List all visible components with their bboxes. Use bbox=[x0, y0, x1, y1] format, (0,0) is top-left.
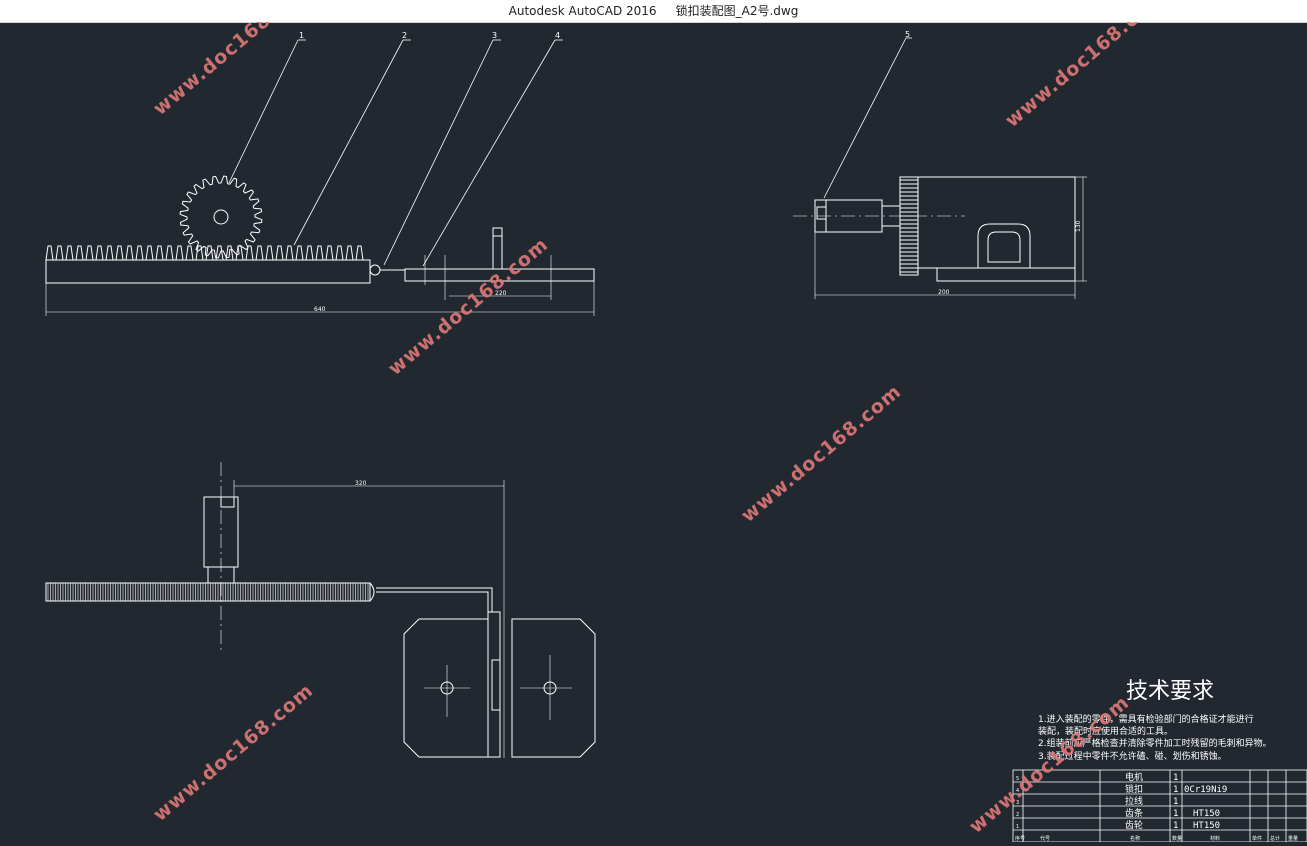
bom-no: 4 bbox=[1016, 788, 1019, 794]
bom-header: 序号 bbox=[1015, 835, 1025, 842]
gear-outline bbox=[179, 175, 263, 259]
top-view bbox=[45, 462, 596, 758]
watermark: www.doc168.com bbox=[149, 22, 318, 120]
watermark: www.doc168.com bbox=[149, 679, 318, 825]
lock-hinge bbox=[487, 611, 501, 758]
bom-header: 总计 bbox=[1270, 835, 1280, 842]
gear bbox=[179, 175, 263, 259]
bom-no: 1 bbox=[1016, 824, 1019, 830]
bom-qty: 1 bbox=[1173, 797, 1179, 807]
housing-base bbox=[936, 267, 1076, 282]
bom-qty: 1 bbox=[1173, 821, 1179, 831]
bom-name: 齿轮 bbox=[1125, 819, 1143, 831]
side-view bbox=[793, 37, 1087, 299]
bom-material: HT150 bbox=[1193, 809, 1220, 819]
pull-wire-top bbox=[376, 587, 493, 612]
pull-wire-top bbox=[376, 591, 489, 612]
rack-teeth bbox=[45, 245, 366, 261]
window-titlebar: Autodesk AutoCAD 2016 锁扣装配图_A2号.dwg bbox=[0, 0, 1307, 23]
housing bbox=[917, 176, 1076, 269]
front-view bbox=[45, 39, 595, 316]
watermarks: www.doc168.com www.doc168.com www.doc168… bbox=[149, 0, 1170, 838]
lock-plate-right bbox=[511, 618, 596, 758]
tech-requirement-1b: 装配，装配时应使用合适的工具。 bbox=[1038, 725, 1173, 737]
tech-requirement-1: 1.进入装配的零件，需具有检验部门的合格证才能进行 bbox=[1038, 713, 1254, 725]
watermark: www.doc168.com bbox=[1001, 22, 1170, 132]
bom-name: 锁扣 bbox=[1125, 783, 1143, 795]
bom-header: 数量 bbox=[1172, 835, 1182, 842]
leader-line bbox=[422, 39, 556, 267]
watermark: www.doc168.com bbox=[384, 233, 553, 379]
motor-shaft bbox=[816, 206, 827, 220]
tech-requirements-heading: 技术要求 bbox=[1126, 679, 1214, 704]
bom-header: 代号 bbox=[1040, 835, 1050, 842]
dimension-text-130: 130 bbox=[1075, 220, 1082, 232]
tech-requirement-2: 2.组装前应严格检查并清除零件加工时残留的毛刺和异物。 bbox=[1038, 737, 1272, 749]
latch-hoop-outer bbox=[977, 223, 1031, 268]
leader-line bbox=[228, 39, 299, 184]
bom-header: 重量 bbox=[1288, 835, 1298, 842]
leader-line bbox=[293, 39, 404, 246]
bom-name: 电机 bbox=[1125, 771, 1143, 783]
leader-line bbox=[823, 37, 907, 199]
motor-top-key bbox=[220, 496, 235, 508]
watermark: www.doc168.com bbox=[965, 691, 1134, 837]
lock-hinge-pin bbox=[491, 659, 501, 711]
bom-header: 材料 bbox=[1210, 835, 1220, 842]
dimension-text-320: 320 bbox=[355, 480, 367, 487]
bom-name: 拉线 bbox=[1125, 795, 1143, 807]
balloon-3: 3 bbox=[492, 31, 497, 40]
dimension-text-200: 200 bbox=[938, 289, 950, 296]
gear-side-teeth bbox=[900, 179, 918, 273]
leader-line bbox=[383, 39, 494, 266]
dimension-text-640: 640 bbox=[314, 306, 326, 313]
bom-no: 5 bbox=[1016, 776, 1019, 782]
balloon-5: 5 bbox=[905, 30, 910, 39]
bom-qty: 1 bbox=[1173, 809, 1179, 819]
bom-no: 2 bbox=[1016, 812, 1019, 818]
bom-material: HT150 bbox=[1193, 821, 1220, 831]
lock-latch bbox=[492, 227, 503, 270]
balloon-4: 4 bbox=[555, 31, 560, 40]
rack-body bbox=[45, 259, 371, 284]
rack-top-end bbox=[369, 582, 375, 602]
bill-of-materials bbox=[1012, 769, 1307, 843]
bom-header: 名称 bbox=[1130, 835, 1140, 842]
latch-hoop-inner bbox=[987, 231, 1021, 263]
rack-top-hatch bbox=[47, 583, 369, 601]
bom-qty: 1 bbox=[1173, 785, 1179, 795]
gear-bore bbox=[213, 209, 229, 225]
bom-material: 0Cr19Ni9 bbox=[1184, 785, 1227, 795]
bom-header: 单件 bbox=[1252, 835, 1262, 842]
wire-loop bbox=[369, 264, 381, 276]
watermark: www.doc168.com bbox=[737, 380, 906, 526]
balloon-2: 2 bbox=[402, 31, 407, 40]
tech-requirement-3: 3.装配过程中零件不允许磕、碰、划伤和锈蚀。 bbox=[1038, 750, 1227, 762]
balloon-1: 1 bbox=[299, 31, 304, 40]
bom-name: 齿条 bbox=[1125, 807, 1143, 819]
bom-qty: 1 bbox=[1173, 773, 1179, 783]
dimension-text-220: 220 bbox=[495, 290, 507, 297]
bom-no: 3 bbox=[1016, 800, 1019, 806]
window-title: Autodesk AutoCAD 2016 锁扣装配图_A2号.dwg bbox=[508, 4, 799, 18]
